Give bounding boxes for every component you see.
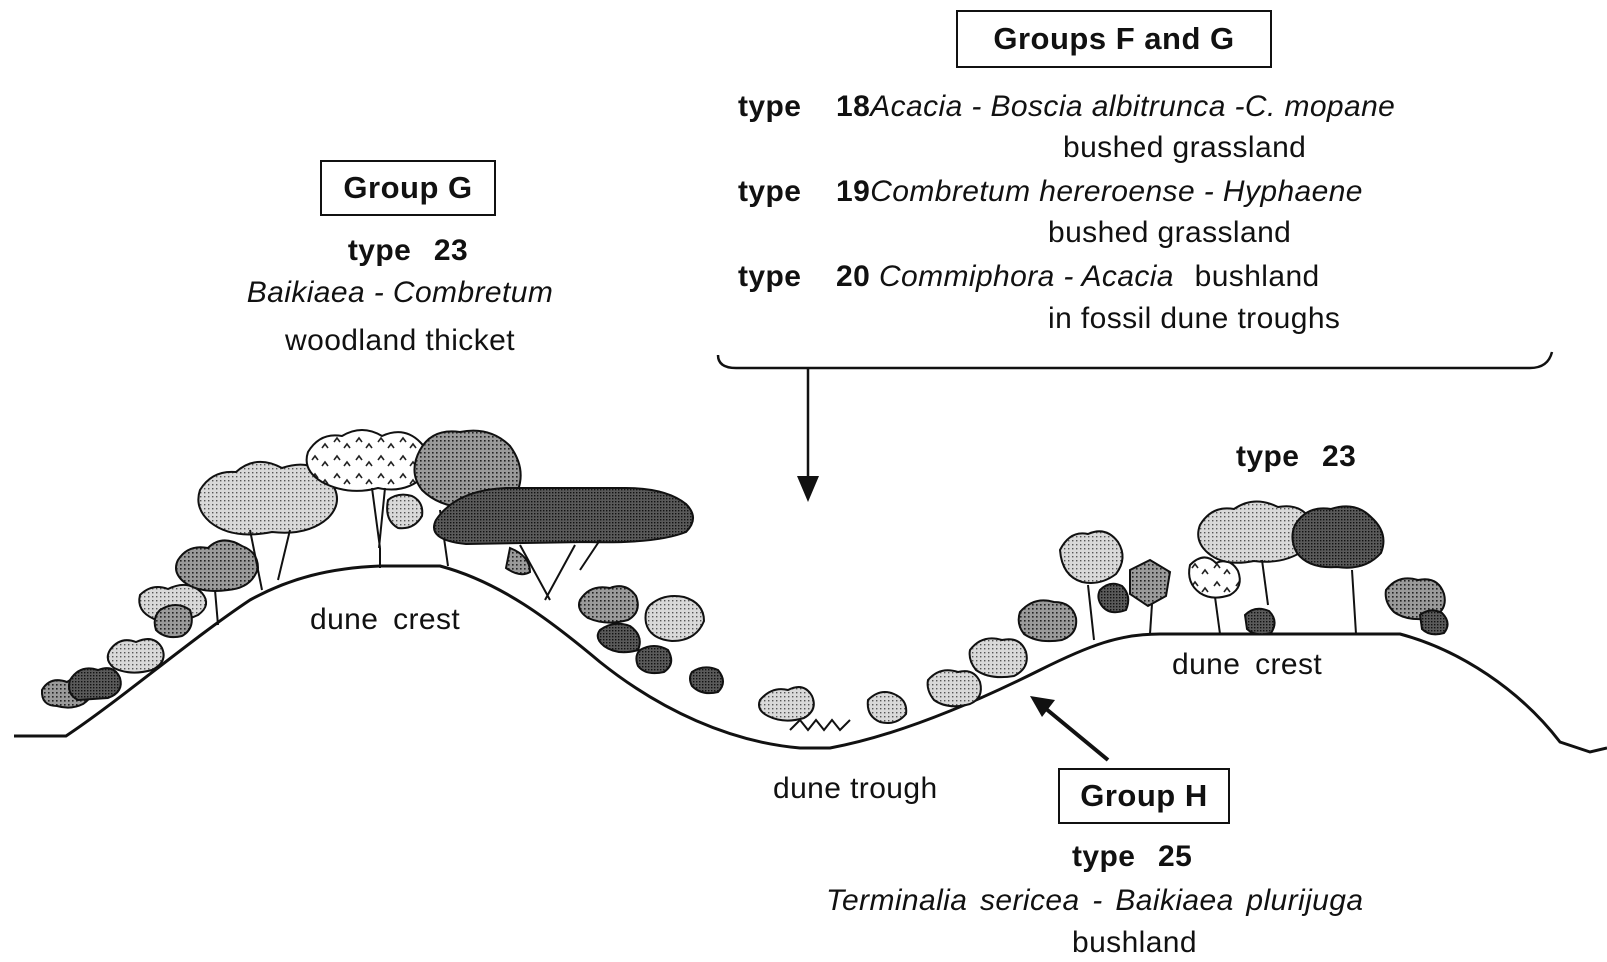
left-crest-vegetation bbox=[42, 430, 723, 708]
group-g-title: Group G bbox=[320, 160, 496, 216]
group-g-species: Baikiaea - Combretum bbox=[190, 276, 610, 310]
row-18-num: 18 bbox=[836, 90, 870, 123]
row-19-veg: bushed grassland bbox=[1048, 216, 1291, 250]
dune-crest-left-label: dune crest bbox=[310, 603, 460, 637]
row-18-type: type bbox=[738, 90, 801, 123]
group-g-type: type 23 bbox=[300, 234, 516, 268]
group-h-species: Terminalia sericea - Baikiaea plurijuga bbox=[826, 884, 1363, 918]
row-19: type 19Combretum hereroense - Hyphaene bbox=[738, 175, 1363, 209]
row-20-veg: in fossil dune troughs bbox=[1048, 302, 1340, 336]
right-type-label: type 23 bbox=[1236, 440, 1356, 474]
dune-trough-label: dune trough bbox=[773, 772, 938, 806]
row-20-veg-inline: bushland bbox=[1195, 260, 1320, 293]
dune-crest-right-label: dune crest bbox=[1172, 648, 1322, 682]
row-20-type: type bbox=[738, 260, 801, 293]
row-18-species: Acacia - Boscia albitrunca -C. mopane bbox=[870, 90, 1395, 123]
group-h-type: type 25 bbox=[1072, 840, 1192, 874]
group-h-title: Group H bbox=[1058, 768, 1230, 824]
trough-vegetation bbox=[759, 687, 906, 730]
bracket bbox=[718, 352, 1552, 368]
row-20-species: Commiphora - Acacia bbox=[879, 260, 1174, 293]
row-20-num: 20 bbox=[836, 260, 870, 293]
group-h-veg: bushland bbox=[1072, 926, 1197, 960]
row-18: type 18Acacia - Boscia albitrunca -C. mo… bbox=[738, 90, 1395, 124]
ground-profile bbox=[14, 566, 1607, 752]
row-19-num: 19 bbox=[836, 175, 870, 208]
row-19-type: type bbox=[738, 175, 801, 208]
group-g-veg: woodland thicket bbox=[230, 324, 570, 358]
row-18-veg: bushed grassland bbox=[1063, 131, 1306, 165]
row-20: type 20 Commiphora - Acacia bushland bbox=[738, 260, 1320, 294]
groups-f-g-title: Groups F and G bbox=[956, 10, 1272, 68]
row-19-species: Combretum hereroense - Hyphaene bbox=[870, 175, 1363, 208]
